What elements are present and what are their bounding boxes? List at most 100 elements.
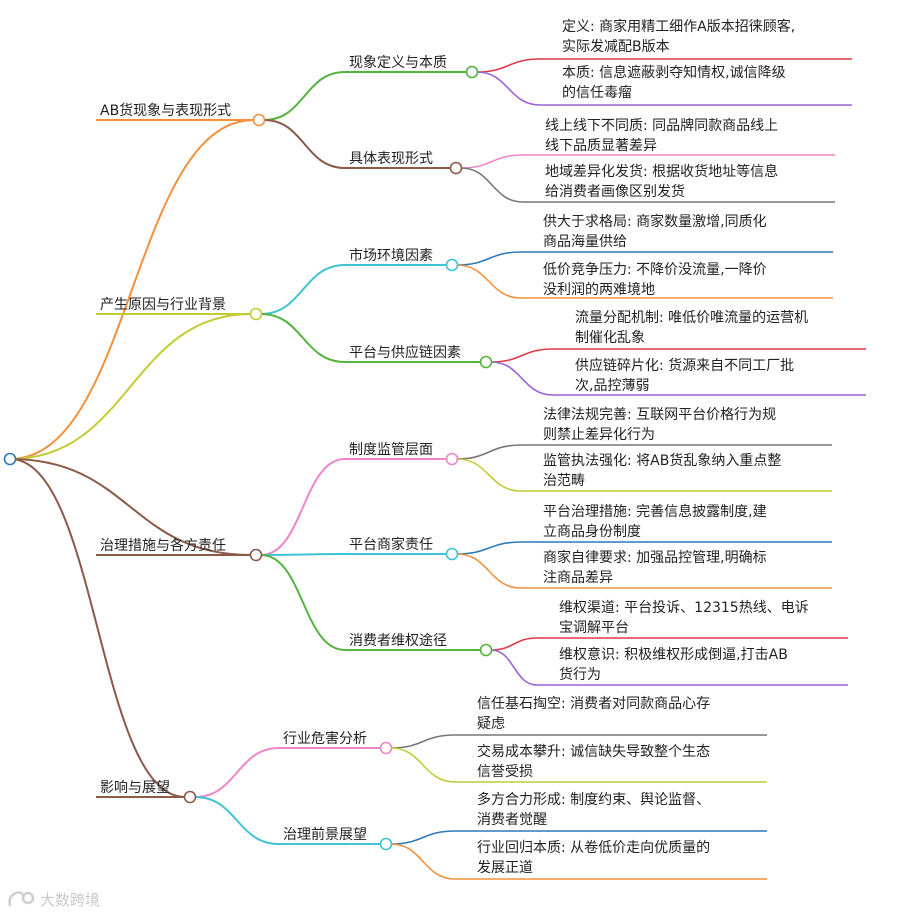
leaf-node-line: 多方合力形成: 制度约束、舆论监督、 xyxy=(477,792,711,808)
topic-label[interactable]: 消费者维权途径 xyxy=(349,633,447,649)
watermark: 大数跨境 xyxy=(6,888,100,910)
watermark-text: 大数跨境 xyxy=(40,890,101,909)
leaf-node[interactable]: 监管执法强化: 将AB货乱象纳入重点整治范畴 xyxy=(543,451,781,491)
leaf-node-line: 疑虑 xyxy=(477,716,505,732)
edge-topic-to-leaf xyxy=(490,637,538,651)
topic-label[interactable]: 具体表现形式 xyxy=(349,151,433,167)
leaf-node[interactable]: 交易成本攀升: 诚信缺失导致整个生态信誉受损 xyxy=(477,742,710,782)
leaf-node[interactable]: 信任基石掏空: 消费者对同款商品心存疑虑 xyxy=(477,694,710,734)
leaf-node-line: 平台治理措施: 完善信息披露制度,建 xyxy=(543,504,767,520)
topic-collapse-toggle[interactable] xyxy=(449,161,463,175)
edge-root-to-branch xyxy=(9,119,255,460)
leaf-node-line: 信誉受损 xyxy=(477,764,533,780)
leaf-node-line: 制催化乱象 xyxy=(575,330,645,346)
leaf-node[interactable]: 线上线下不同质: 同品牌同款商品线上线下品质显著差异 xyxy=(545,116,778,156)
edge-topic-to-leaf xyxy=(390,830,456,845)
leaf-node[interactable]: 定义: 商家用精工细作A版本招徕顾客,实际发减配B版本 xyxy=(562,17,795,57)
leaf-node[interactable]: 多方合力形成: 制度约束、舆论监督、消费者觉醒 xyxy=(477,790,710,830)
leaf-node-line: 治范畴 xyxy=(543,473,585,489)
topic-label[interactable]: 平台商家责任 xyxy=(349,537,433,553)
leaf-node-line: 线下品质显著差异 xyxy=(545,138,657,154)
leaf-node-line: 本质: 信息遮蔽剥夺知情权,诚信降级 xyxy=(562,65,786,81)
leaf-node[interactable]: 法律法规完善: 互联网平台价格行为规则禁止差异化行为 xyxy=(543,405,776,445)
leaf-node[interactable]: 行业回归本质: 从卷低价走向优质量的发展正道 xyxy=(477,838,710,878)
edge-branch-to-topic xyxy=(260,264,346,315)
leaf-node[interactable]: 供大于求格局: 商家数量激增,同质化商品海量供给 xyxy=(543,212,767,252)
topic-collapse-toggle[interactable] xyxy=(445,547,459,561)
edge-topic-to-leaf xyxy=(456,264,522,299)
topic-label[interactable]: 平台与供应链因素 xyxy=(349,345,461,361)
leaf-node-line: 交易成本攀升: 诚信缺失导致整个生态 xyxy=(477,744,711,760)
edge-branch-to-topic xyxy=(260,554,346,651)
leaf-node-line: 立商品身份制度 xyxy=(543,524,641,540)
branch-collapse-toggle[interactable] xyxy=(249,307,263,321)
edge-root-to-branch xyxy=(9,313,252,460)
branch-collapse-toggle[interactable] xyxy=(249,548,263,562)
leaf-node-line: 供大于求格局: 商家数量激增,同质化 xyxy=(543,214,767,230)
edge-branch-to-topic xyxy=(263,119,346,169)
edge-topic-to-leaf xyxy=(390,747,456,783)
topic-label[interactable]: 治理前景展望 xyxy=(283,827,367,843)
leaf-node-line: 消费者觉醒 xyxy=(477,812,547,828)
topic-collapse-toggle[interactable] xyxy=(479,355,493,369)
leaf-node[interactable]: 维权渠道: 平台投诉、12315热线、电诉宝调解平台 xyxy=(559,598,809,638)
edge-topic-to-leaf xyxy=(490,348,554,363)
edge-branch-to-topic xyxy=(194,747,280,798)
leaf-node-line: 则禁止差异化行为 xyxy=(543,427,655,443)
edge-topic-to-leaf xyxy=(460,167,524,203)
topic-collapse-toggle[interactable] xyxy=(379,837,393,851)
edge-branch-to-topic xyxy=(263,71,346,121)
leaf-node-line: 监管执法强化: 将AB货乱象纳入重点整 xyxy=(543,453,782,469)
branch-label[interactable]: 产生原因与行业背景 xyxy=(100,297,226,313)
leaf-node-line: 商品海量供给 xyxy=(543,234,627,250)
topic-label[interactable]: 制度监管层面 xyxy=(349,442,433,458)
watermark-logo-icon xyxy=(8,891,35,907)
topic-label[interactable]: 现象定义与本质 xyxy=(349,55,447,71)
leaf-node-line: 给消费者画像区别发货 xyxy=(545,184,685,200)
leaf-node[interactable]: 低价竞争压力: 不降价没流量,一降价没利润的两难境地 xyxy=(543,260,767,300)
edge-topic-to-leaf xyxy=(490,361,554,396)
edge-topic-to-leaf xyxy=(456,251,522,266)
edge-root-to-branch xyxy=(9,458,252,556)
leaf-node-line: 信任基石掏空: 消费者对同款商品心存 xyxy=(477,696,711,712)
leaf-node-line: 没利润的两难境地 xyxy=(543,282,655,298)
branch-collapse-toggle[interactable] xyxy=(252,113,266,127)
leaf-node-line: 行业回归本质: 从卷低价走向优质量的 xyxy=(477,840,711,856)
topic-collapse-toggle[interactable] xyxy=(445,452,459,466)
leaf-node-line: 供应链碎片化: 货源来自不同工厂批 xyxy=(575,358,795,374)
edge-topic-to-leaf xyxy=(390,734,456,749)
leaf-node-line: 商家自律要求: 加强品控管理,明确标 xyxy=(543,550,767,566)
edge-topic-to-leaf xyxy=(476,71,541,106)
leaf-node-line: 宝调解平台 xyxy=(559,620,629,636)
branch-label[interactable]: AB货现象与表现形式 xyxy=(100,103,232,119)
leaf-node-line: 发展正道 xyxy=(477,860,533,876)
branch-label[interactable]: 治理措施与各方责任 xyxy=(100,538,226,554)
edge-branch-to-topic xyxy=(260,313,346,363)
edge-topic-to-leaf xyxy=(456,553,522,589)
edge-branch-to-topic xyxy=(260,553,346,556)
leaf-node[interactable]: 商家自律要求: 加强品控管理,明确标注商品差异 xyxy=(543,548,767,588)
leaf-node[interactable]: 平台治理措施: 完善信息披露制度,建立商品身份制度 xyxy=(543,502,767,542)
branch-label[interactable]: 影响与展望 xyxy=(100,780,170,796)
edge-branch-to-topic xyxy=(260,458,346,556)
root-node-toggle[interactable] xyxy=(3,452,17,466)
branch-collapse-toggle[interactable] xyxy=(183,790,197,804)
edge-topic-to-leaf xyxy=(456,458,522,492)
topic-collapse-toggle[interactable] xyxy=(465,65,479,79)
leaf-node-line: 地域差异化发货: 根据收货地址等信息 xyxy=(545,164,779,180)
topic-collapse-toggle[interactable] xyxy=(479,643,493,657)
topic-collapse-toggle[interactable] xyxy=(445,258,459,272)
leaf-node-line: 低价竞争压力: 不降价没流量,一降价 xyxy=(543,262,767,278)
topic-label[interactable]: 行业危害分析 xyxy=(283,731,367,747)
leaf-node-line: 维权渠道: 平台投诉、12315热线、电诉 xyxy=(559,600,809,616)
topic-label[interactable]: 市场环境因素 xyxy=(349,248,433,264)
leaf-node[interactable]: 本质: 信息遮蔽剥夺知情权,诚信降级的信任毒瘤 xyxy=(562,63,786,103)
leaf-node-line: 流量分配机制: 唯低价唯流量的运营机 xyxy=(575,310,809,326)
leaf-node[interactable]: 供应链碎片化: 货源来自不同工厂批次,品控薄弱 xyxy=(575,356,794,396)
topic-collapse-toggle[interactable] xyxy=(379,741,393,755)
edge-branch-to-topic xyxy=(194,796,280,845)
edge-topic-to-leaf xyxy=(476,58,541,73)
leaf-node[interactable]: 地域差异化发货: 根据收货地址等信息给消费者画像区别发货 xyxy=(545,162,778,202)
leaf-node[interactable]: 流量分配机制: 唯低价唯流量的运营机制催化乱象 xyxy=(575,308,808,348)
